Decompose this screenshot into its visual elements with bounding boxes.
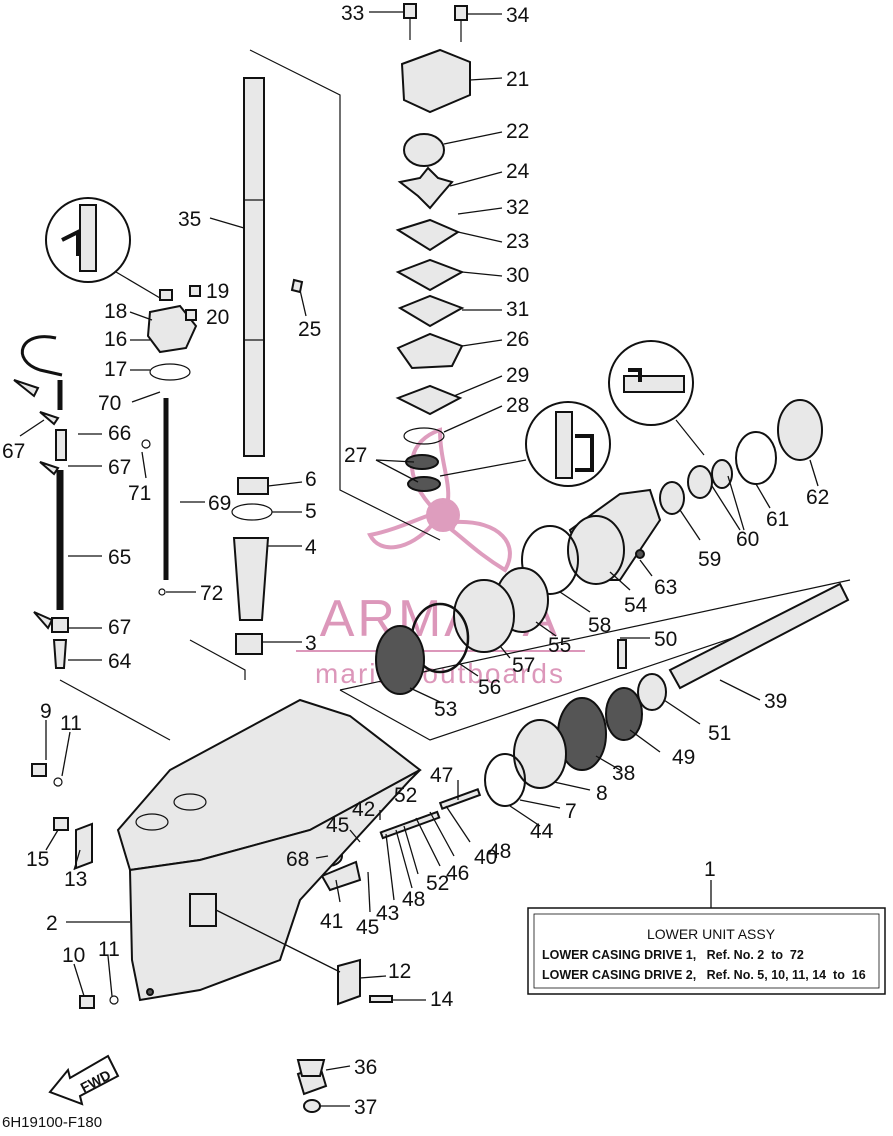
part-number: 44 (530, 820, 554, 843)
part-number: 22 (506, 120, 529, 143)
watermark-tagline: marine outboards (315, 658, 565, 689)
part-number: 17 (104, 358, 127, 381)
part-number: 71 (128, 482, 151, 505)
part-number: 5 (305, 500, 317, 523)
part-number: 46 (446, 862, 469, 885)
part-number: 34 (506, 4, 530, 27)
part-number: 31 (506, 298, 529, 321)
part-number: 41 (320, 910, 343, 933)
water-pump-stack (395, 3, 471, 492)
part-number: 25 (298, 318, 321, 341)
part-number: 40 (474, 846, 497, 869)
part-number: 11 (98, 938, 120, 961)
part-number: 68 (286, 848, 309, 871)
part-number: 13 (64, 868, 87, 891)
detail-bubble-center (439, 401, 611, 487)
part-number: 9 (40, 700, 52, 723)
shift-rod-assembly (141, 285, 201, 596)
part-number: 10 (62, 944, 85, 967)
part-number: 49 (672, 746, 695, 769)
part-number: 52 (426, 872, 449, 895)
part-number: 56 (478, 676, 501, 699)
detail-bubble-left (45, 197, 161, 299)
drawing-code: 6H19100-F180 (2, 1114, 102, 1131)
part-number: 61 (766, 508, 789, 531)
legend-box: LOWER UNIT ASSY LOWER CASING DRIVE 1, Re… (527, 907, 886, 995)
part-number: 72 (200, 582, 223, 605)
part-number: 20 (206, 306, 229, 329)
part-number: 48 (488, 840, 511, 863)
part-number: 57 (512, 654, 535, 677)
part-number: 26 (506, 328, 529, 351)
part-number: 12 (388, 960, 411, 983)
part-number: 37 (354, 1096, 377, 1119)
part-number: 18 (104, 300, 127, 323)
part-number: 11 (60, 712, 82, 735)
part-number: 50 (654, 628, 677, 651)
part-number: 58 (588, 614, 611, 637)
part-number: 30 (506, 264, 529, 287)
legend-title: LOWER UNIT ASSY (647, 926, 776, 942)
part-number: 19 (206, 280, 229, 303)
part-number: 69 (208, 492, 231, 515)
part-number-labels: 1 2 3 4 5 6 7 8 9 10 11 11 12 13 14 15 1… (2, 2, 829, 1119)
drive-shaft (231, 77, 304, 655)
part-number: 36 (354, 1056, 377, 1079)
part-number: 1 (704, 858, 716, 881)
guide-lines (59, 49, 851, 741)
part-number: 47 (430, 764, 453, 787)
part-number: 53 (434, 698, 457, 721)
part-number: 67 (108, 616, 131, 639)
part-number: 45 (356, 916, 379, 939)
part-number: 39 (764, 690, 787, 713)
part-number: 23 (506, 230, 529, 253)
part-number: 15 (26, 848, 49, 871)
part-number: 65 (108, 546, 131, 569)
part-number: 67 (108, 456, 131, 479)
part-number: 70 (98, 392, 121, 415)
lower-casing (116, 698, 422, 1002)
part-number: 38 (612, 762, 635, 785)
part-number: 51 (708, 722, 731, 745)
part-number: 3 (305, 632, 317, 655)
part-number: 16 (104, 328, 127, 351)
part-number: 27 (344, 444, 367, 467)
part-number: 54 (624, 594, 648, 617)
water-tube-assembly (13, 335, 69, 669)
legend-line-2: LOWER CASING DRIVE 2, Ref. No. 5, 10, 11… (542, 968, 866, 982)
part-number: 67 (2, 440, 25, 463)
part-number: 33 (341, 2, 364, 25)
part-number: 21 (506, 68, 529, 91)
leader-lines (19, 11, 819, 1107)
part-number: 32 (506, 196, 529, 219)
part-number: 64 (108, 650, 132, 673)
part-number: 14 (430, 988, 454, 1011)
part-number: 35 (178, 208, 201, 231)
part-number: 7 (565, 800, 577, 823)
part-number: 4 (305, 536, 317, 559)
bearing-housing-assembly (375, 399, 823, 695)
part-number: 63 (654, 576, 677, 599)
part-number: 55 (548, 634, 571, 657)
part-number: 24 (506, 160, 530, 183)
part-number: 28 (506, 394, 529, 417)
legend-line-1: LOWER CASING DRIVE 1, Ref. No. 2 to 72 (542, 948, 804, 962)
part-number: 45 (326, 814, 349, 837)
part-number: 48 (402, 888, 425, 911)
armada-propeller-logo (367, 427, 512, 573)
part-number: 2 (46, 912, 58, 935)
part-number: 8 (596, 782, 608, 805)
part-number: 60 (736, 528, 759, 551)
part-number: 29 (506, 364, 529, 387)
fwd-arrow: FWD (48, 1054, 120, 1106)
part-number: 52 (394, 784, 417, 807)
part-number: 59 (698, 548, 721, 571)
part-number: 43 (376, 902, 399, 925)
detail-bubble-right (608, 340, 705, 456)
part-number: 6 (305, 468, 317, 491)
part-number: 66 (108, 422, 131, 445)
part-number: 42 (352, 798, 375, 821)
part-number: 62 (806, 486, 829, 509)
